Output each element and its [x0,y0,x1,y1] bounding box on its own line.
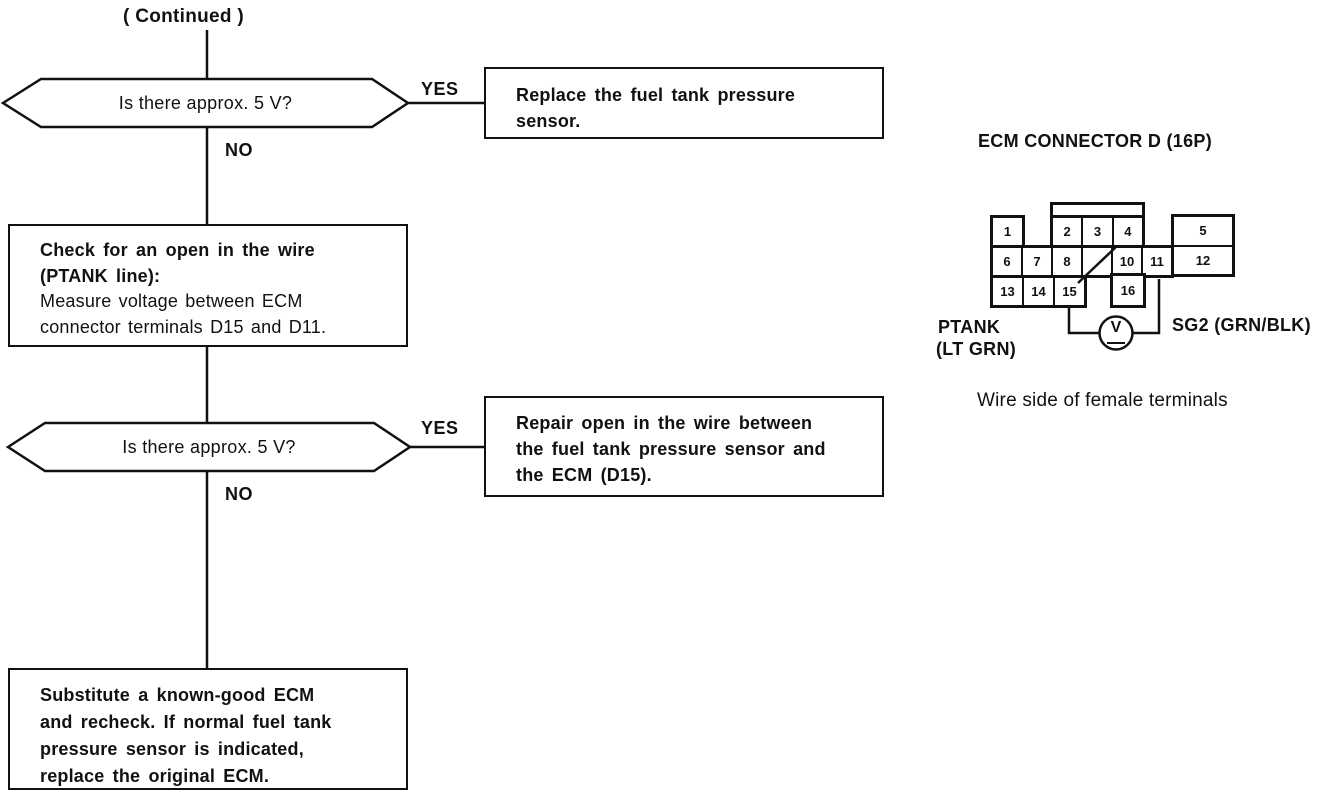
pin-cell-16: 16 [1120,283,1136,298]
connector-title: ECM CONNECTOR D (16P) [978,131,1212,151]
pin-cell-3: 3 [1081,218,1111,245]
check-open-line-normal: Measure voltage between ECM [40,291,303,311]
substitute-ecm-box: Substitute a known-good ECM and recheck.… [8,668,408,790]
pin-cell-14: 14 [1022,278,1053,305]
check-open-line-bold: (PTANK line): [40,265,161,286]
pin-group-16: 16 [1110,273,1146,308]
pin-group-1: 1 [990,215,1025,248]
pin-cell-11: 11 [1141,248,1171,275]
decision2-no-label: NO [225,484,253,504]
decision2-yes-label: YES [421,418,459,438]
pin-cell-6: 6 [1003,254,1011,269]
check-open-line-normal: connector terminals D15 and D11. [40,316,327,337]
repair-open-line: the fuel tank pressure sensor and [516,439,826,459]
substitute-ecm-line: pressure sensor is indicated, [40,739,304,759]
check-open-wire-box: Check for an open in the wire (PTANK lin… [8,224,408,347]
wire-side-caption: Wire side of female terminals [977,390,1228,411]
replace-sensor-box: Replace the fuel tank pressure sensor. [484,67,884,139]
continued-label: ( Continued ) [123,6,245,27]
voltmeter-wire-ptank [1067,307,1100,335]
replace-sensor-line: Replace the fuel tank pressure [516,85,796,105]
decision1-text: Is there approx. 5 V? [118,92,293,113]
pin-cell-15: 15 [1053,278,1084,305]
pin-9-blank-cell [1081,248,1111,275]
repair-open-line: Repair open in the wire between [516,413,813,433]
replace-sensor-line: sensor. [516,110,581,131]
decision1-yes-label: YES [421,79,459,99]
pin-cell-10: 10 [1111,248,1141,275]
pin-cell-7: 7 [1021,248,1051,275]
repair-open-line: the ECM (D15). [516,465,652,485]
check-open-line-bold: Check for an open in the wire [40,240,315,260]
ptank-wire-color-label: (LT GRN) [936,339,1017,359]
pin-group-2-4: 2 3 4 [1050,215,1145,248]
sg2-label: SG2 (GRN/BLK) [1172,315,1311,335]
pin-cell-2: 2 [1063,224,1071,239]
ptank-label: PTANK [938,317,1001,337]
pin-cell-8: 8 [1051,248,1081,275]
voltmeter-symbol: V [1110,319,1122,336]
substitute-ecm-line: replace the original ECM. [40,766,270,786]
pin-group-6-11: 6 7 8 10 11 [990,245,1174,278]
pin-cell-4: 4 [1111,218,1142,245]
pin-cell-1: 1 [1003,224,1012,239]
decision2-text: Is there approx. 5 V? [122,436,296,457]
pin-group-13-15: 13 14 15 [990,275,1087,308]
repair-open-wire-box: Repair open in the wire between the fuel… [484,396,884,497]
pin-cell-5: 5 [1199,223,1207,239]
substitute-ecm-line: and recheck. If normal fuel tank [40,712,332,732]
pin-cell-12: 12 [1174,244,1232,275]
decision1-no-label: NO [225,140,253,160]
substitute-ecm-line: Substitute a known-good ECM [40,685,315,705]
pin-cell-13: 13 [1000,284,1015,299]
pin-group-5-12: 5 12 [1171,214,1235,277]
